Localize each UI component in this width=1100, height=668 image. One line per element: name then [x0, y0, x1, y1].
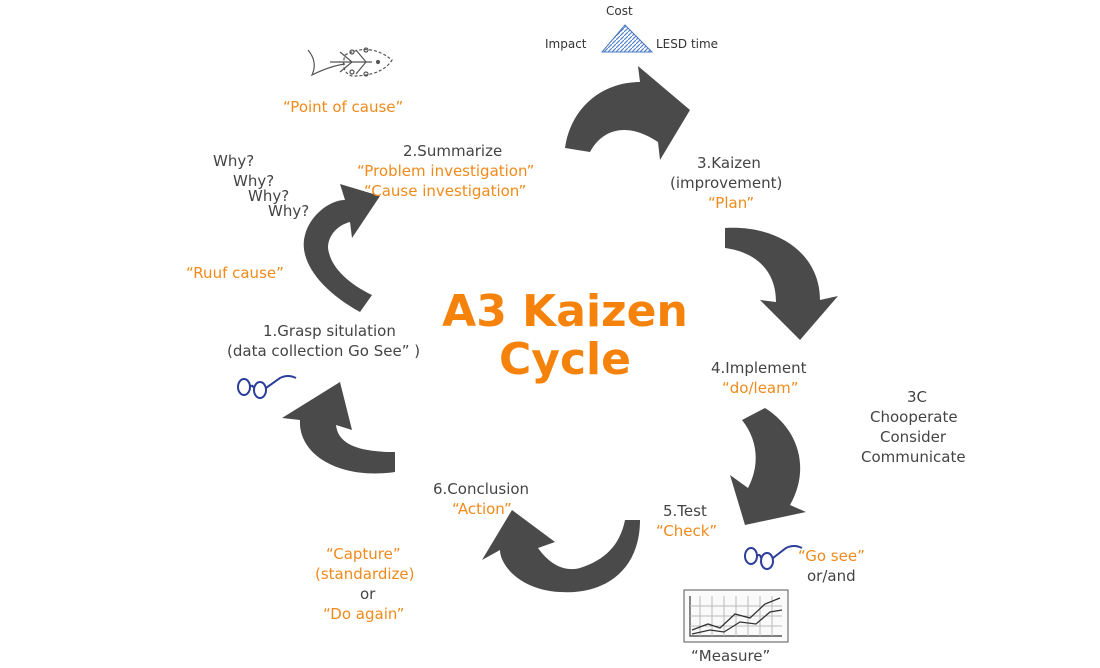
why-2: Why? — [233, 172, 275, 190]
capture-line-4: “Do again” — [323, 605, 405, 623]
go-see-or: or/and — [807, 567, 856, 585]
why-4: Why? — [268, 202, 310, 220]
step-1-label: 1.Grasp situlation — [263, 322, 396, 340]
cycle-arrow-4-to-5 — [730, 408, 806, 525]
cycle-title-line2: Cycle — [499, 334, 631, 385]
step-1-sub: (data collection Go See” ) — [227, 342, 421, 360]
step-4-label: 4.Implement — [711, 359, 807, 377]
cycle-arrow-1-to-2 — [303, 184, 380, 312]
capture-line-3: or — [360, 585, 376, 603]
step-3-sub1: (improvement) — [670, 174, 783, 192]
cycle-arrow-2-to-3 — [565, 66, 690, 160]
step-5-label: 5.Test — [663, 502, 707, 520]
triangle-icon — [600, 24, 654, 53]
step-5-sub: “Check” — [656, 522, 718, 540]
ruuf-cause-label: “Ruuf cause” — [186, 264, 284, 282]
step-3-label: 3.Kaizen — [697, 154, 761, 172]
fishbone-caption: “Point of cause” — [283, 98, 404, 116]
glasses-icon — [744, 545, 803, 570]
step-3-sub2: “Plan” — [708, 194, 755, 212]
three-c-item-3: Communicate — [861, 448, 966, 466]
step-2-sub2: “Cause investigation” — [364, 182, 527, 200]
why-1: Why? — [213, 152, 255, 170]
three-c-title: 3C — [907, 388, 928, 406]
step-6-label: 6.Conclusion — [433, 480, 530, 498]
triangle-label-lesd-time: LESD time — [656, 37, 719, 51]
step-2-label: 2.Summarize — [403, 142, 503, 160]
cycle-arrow-5-to-6 — [482, 510, 640, 593]
step-4-sub: “do/leam” — [722, 379, 799, 397]
cycle-arrow-3-to-4 — [725, 227, 838, 340]
three-c-item-1: Chooperate — [870, 408, 958, 426]
go-see-label: “Go see” — [798, 547, 865, 565]
measure-chart-icon — [683, 589, 789, 643]
step-2-sub1: “Problem investigation” — [357, 162, 535, 180]
glasses-icon — [237, 375, 297, 399]
triangle-label-impact: Impact — [545, 37, 587, 51]
cycle-title-line1: A3 Kaizen — [442, 286, 688, 337]
cycle-title: A3 Kaizen Cycle — [420, 288, 710, 384]
triangle-label-cost: Cost — [606, 4, 633, 18]
capture-line-1: “Capture” — [326, 545, 401, 563]
fishbone-icon — [307, 47, 393, 77]
three-c-item-2: Consider — [880, 428, 947, 446]
why-3: Why? — [248, 187, 290, 205]
cycle-arrow-6-to-1 — [282, 382, 395, 474]
capture-line-2: (standardize) — [315, 565, 415, 583]
measure-label: “Measure” — [691, 647, 771, 665]
step-6-sub: “Action” — [452, 500, 512, 518]
